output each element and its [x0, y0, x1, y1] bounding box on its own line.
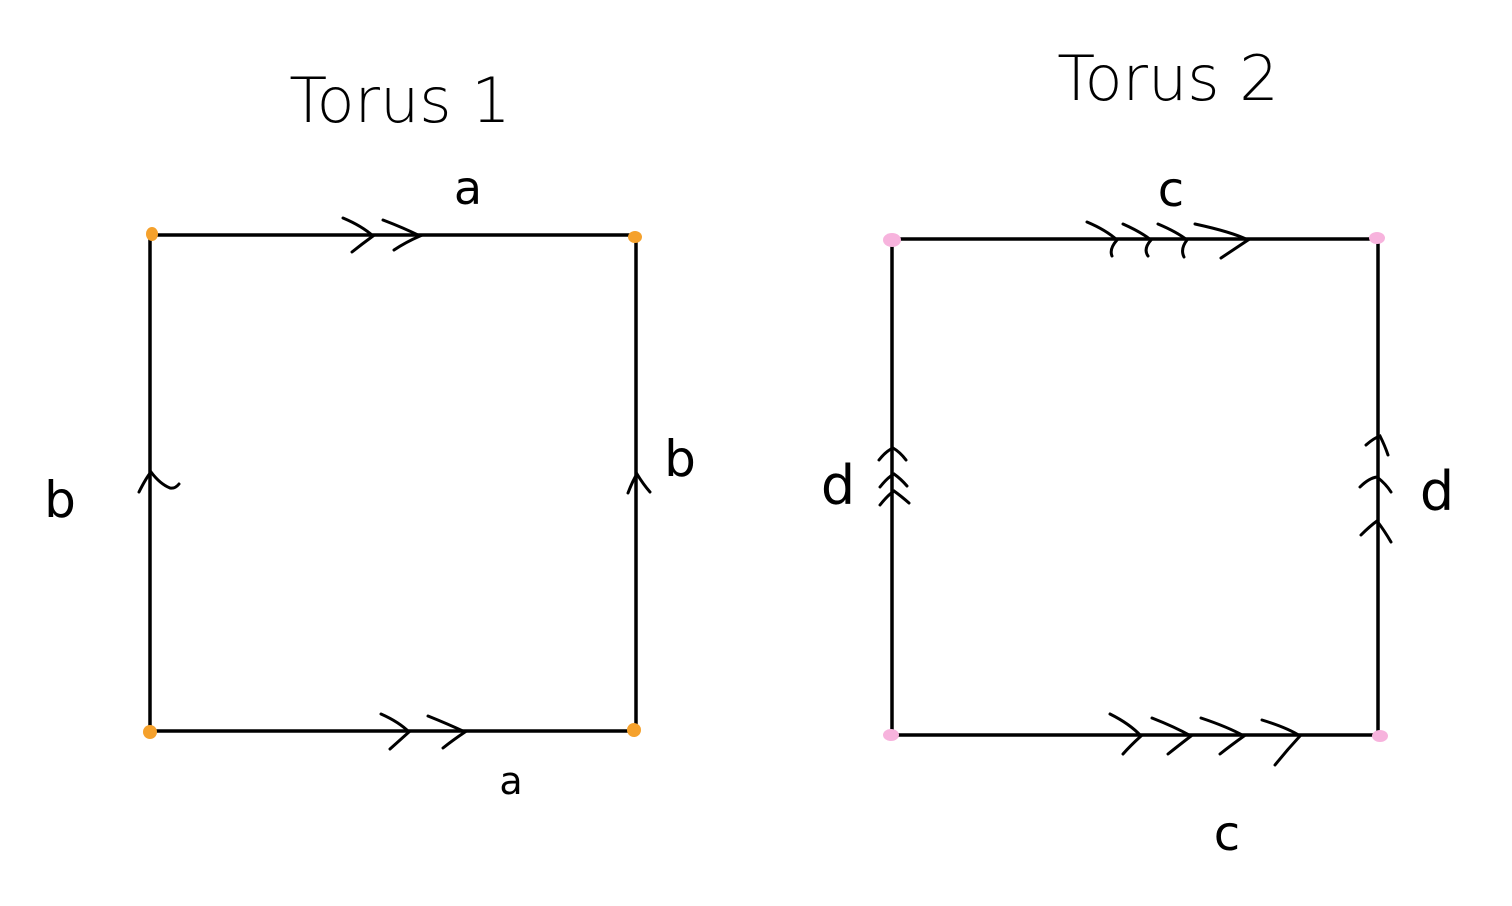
arrow-mark [877, 446, 908, 462]
arrow-mark [1364, 434, 1390, 457]
arrow-mark [381, 218, 424, 252]
arrow-mark [1156, 222, 1190, 259]
vertex-dot [146, 227, 158, 241]
arrow-mark [1150, 716, 1194, 756]
arrow-mark [137, 469, 181, 494]
torus-1-top-arrows [341, 216, 424, 254]
arrow-mark [1193, 222, 1251, 260]
arrow-mark [626, 471, 652, 495]
torus-2-top-arrows [1085, 220, 1251, 260]
arrow-mark [426, 714, 469, 750]
arrow-mark [1358, 475, 1393, 494]
arrow-mark [1359, 518, 1393, 544]
torus-1-label-bottom: a [499, 759, 522, 803]
torus-2-title: Torus 2 [1057, 42, 1279, 115]
vertex-dot [883, 233, 901, 247]
torus-1-bottom-arrows [379, 712, 469, 751]
vertex-dot [883, 729, 899, 741]
arrow-mark [878, 489, 911, 507]
arrow-mark [1260, 718, 1303, 767]
vertex-dot [143, 725, 157, 739]
vertex-dot [628, 231, 642, 243]
arrow-mark [878, 472, 909, 489]
torus-2-label-top: c [1158, 162, 1184, 218]
torus-1-left-arrow [137, 469, 181, 494]
torus-2: Torus 2 [821, 42, 1454, 862]
torus-2-right-arrows [1358, 434, 1393, 544]
arrow-mark [1121, 222, 1154, 258]
vertex-dot [1372, 730, 1388, 742]
torus-2-label-right: d [1420, 460, 1454, 523]
vertex-dot [627, 723, 641, 737]
vertex-dot [1369, 232, 1385, 244]
arrow-mark [1085, 220, 1120, 258]
torus-1-right-arrow [626, 471, 652, 495]
torus-1-vertices [143, 227, 642, 739]
arrow-mark [1108, 712, 1144, 756]
torus-1-title: Torus 1 [289, 64, 511, 137]
torus-1-label-top: a [454, 161, 482, 215]
torus-2-vertices [883, 232, 1388, 742]
torus-2-label-left: d [821, 454, 855, 517]
torus-1-label-right: b [664, 430, 696, 488]
arrow-mark [1199, 716, 1247, 756]
torus-1: Torus 1 a a b b [44, 64, 696, 803]
torus-2-label-bottom: c [1214, 806, 1240, 862]
arrow-mark [379, 712, 412, 751]
torus-2-bottom-arrows [1108, 712, 1303, 767]
torus-1-label-left: b [44, 471, 76, 529]
arrow-mark [341, 216, 376, 254]
torus-2-left-arrows [877, 446, 911, 507]
